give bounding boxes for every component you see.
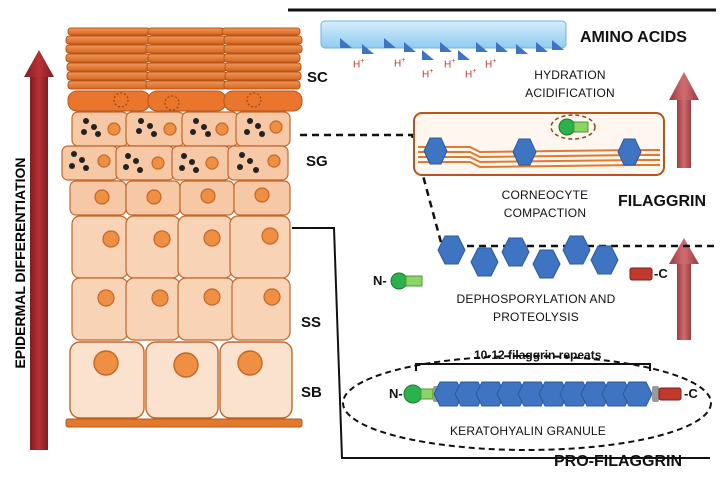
pro-filaggrin-label: PRO-FILAGGRIN <box>554 453 682 470</box>
granule-c-term-label: -C <box>684 386 698 401</box>
proton-2: H+ <box>394 57 406 70</box>
proton-1: H+ <box>353 58 365 71</box>
dephosphorylation-label: DEPHOSPORYLATION AND PROTEOLYSIS <box>436 292 636 324</box>
filaggrin-label: FILAGGRIN <box>618 193 706 210</box>
amino-acids-label: AMINO ACIDS <box>580 29 687 46</box>
basement-membrane <box>65 418 303 428</box>
transition-cells <box>69 180 291 216</box>
proton-5: H+ <box>465 68 477 81</box>
hydration-line-1: HYDRATION <box>534 68 606 82</box>
stratum-basale <box>69 341 293 419</box>
c-term-label: -C <box>654 266 668 281</box>
sg-label: SG <box>306 153 328 170</box>
n-term-label: N- <box>373 273 387 288</box>
sc-label: SC <box>307 69 328 86</box>
proton-6: H+ <box>485 58 497 71</box>
proton-4: H+ <box>444 58 456 71</box>
amino-acid-block <box>320 20 567 60</box>
dephos-line-1: DEPHOSPORYLATION AND <box>456 292 616 306</box>
stratum-corneum <box>65 27 303 112</box>
corneocyte-line-2: COMPACTION <box>503 206 587 220</box>
hydration-line-2: ACIDIFICATION <box>525 86 615 100</box>
dephos-line-2: PROTEOLYSIS <box>492 310 579 324</box>
stratum-spinosum <box>71 215 291 341</box>
repeats-label: 10-12 filaggrin repeats <box>474 348 602 362</box>
keratohyalin-granule <box>342 355 712 451</box>
filaggrin-monomers <box>437 235 619 279</box>
differentiation-arrow <box>24 50 54 450</box>
corneocyte-compaction-label: CORNEOCYTE COMPACTION <box>480 188 610 220</box>
ss-connector <box>292 227 710 459</box>
sb-label: SB <box>301 384 322 401</box>
hydration-label: HYDRATION ACIDIFICATION <box>510 68 630 100</box>
amino-acids-arrow <box>669 72 699 168</box>
corneocyte-box <box>413 112 665 176</box>
proton-3: H+ <box>422 68 434 81</box>
stratum-granulosum <box>61 111 291 181</box>
free-n-terminal <box>390 272 423 290</box>
ss-label: SS <box>301 314 322 331</box>
corneocyte-line-1: CORNEOCYTE <box>501 188 589 202</box>
granule-n-term-label: N- <box>389 386 403 401</box>
epidermal-differentiation-label: EPIDERMAL DIFFERENTIATION <box>12 157 28 369</box>
free-c-terminal <box>629 267 653 281</box>
keratohyalin-granule-label: KERATOHYALIN GRANULE <box>449 424 607 438</box>
filaggrin-arrow <box>669 238 699 340</box>
